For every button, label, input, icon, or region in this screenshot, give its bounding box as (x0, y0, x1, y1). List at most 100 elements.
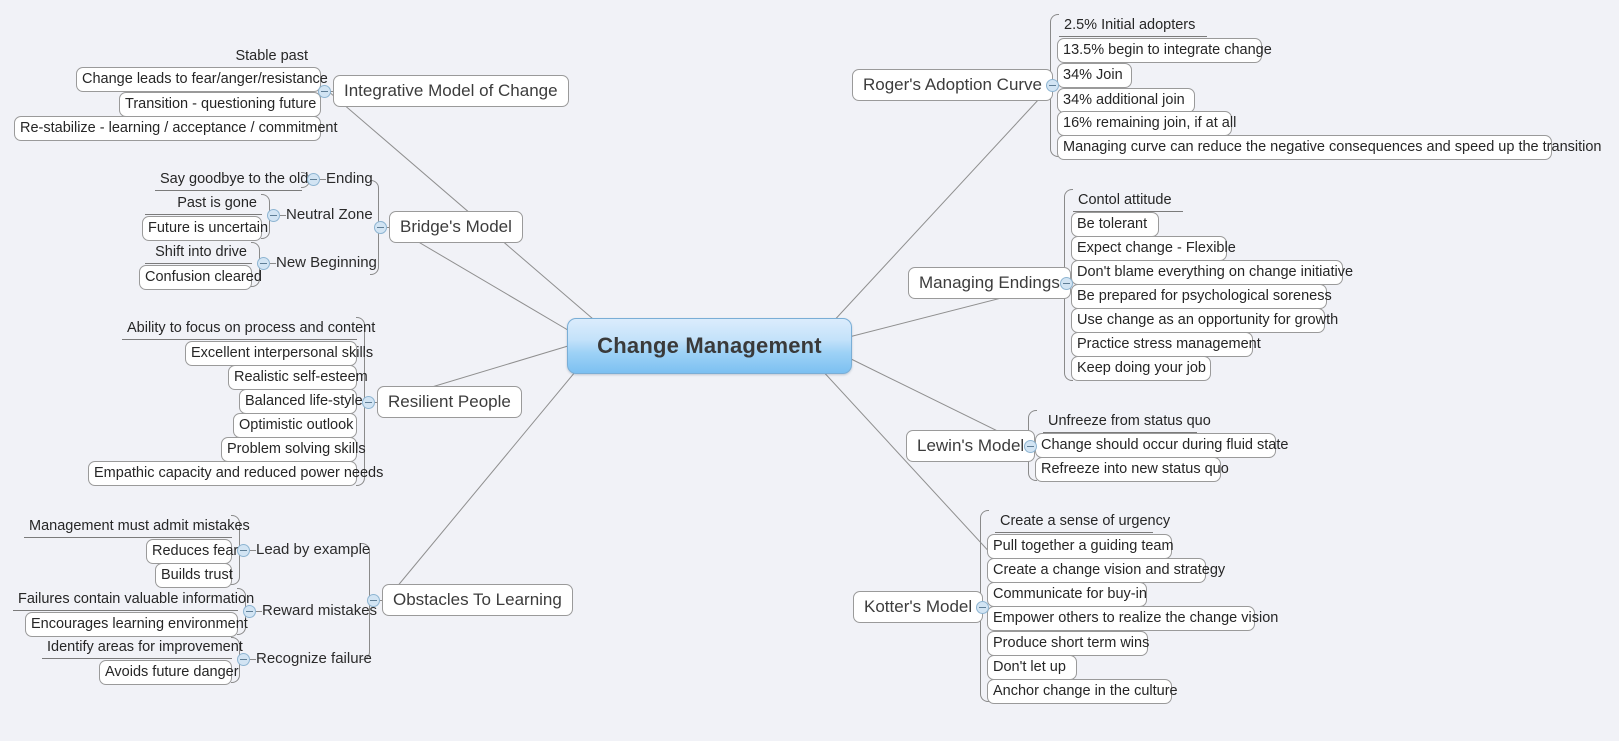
leaf-label: Management must admit mistakes (29, 518, 250, 534)
collapse-knob-neutral-zone[interactable] (267, 209, 280, 222)
collapse-knob-ending[interactable] (307, 173, 320, 186)
collapse-knob-kotters-model[interactable] (976, 601, 989, 614)
subgroup-label-neutral-zone[interactable]: Neutral Zone (286, 204, 373, 227)
leaf-item[interactable]: Empower others to realize the change vis… (987, 606, 1278, 631)
branch-lewins-model[interactable]: Lewin's Model (906, 430, 1036, 462)
leaf-item[interactable]: Use change as an opportunity for growth (1071, 308, 1338, 333)
leaf-item[interactable]: Be tolerant (1071, 212, 1159, 237)
leaf-label: 34% Join (1063, 67, 1123, 83)
leaf-item[interactable]: Produce short term wins (987, 631, 1149, 656)
leaf-item[interactable]: 16% remaining join, if at all (1057, 111, 1236, 136)
leaf-item[interactable]: 34% Join (1057, 63, 1132, 88)
leaf-item[interactable]: Avoids future danger (99, 660, 239, 685)
leaf-item[interactable]: Failures contain valuable information (13, 588, 254, 611)
knob-stub (248, 659, 256, 660)
leaf-item[interactable]: 2.5% Initial adopters (1059, 14, 1207, 37)
leaf-item[interactable]: Builds trust (155, 563, 233, 588)
collapse-knob-rogers-adoption-curve[interactable] (1046, 79, 1059, 92)
collapse-knob-lewins-model[interactable] (1024, 440, 1037, 453)
collapse-knob-reward-mistakes[interactable] (243, 605, 256, 618)
knob-stub (254, 611, 262, 612)
branch-kotters-model[interactable]: Kotter's Model (853, 591, 984, 623)
collapse-knob-managing-endings[interactable] (1060, 277, 1073, 290)
leaf-label: 2.5% Initial adopters (1064, 17, 1196, 33)
root-node[interactable]: Change Management (567, 318, 852, 374)
leaf-label: Realistic self-esteem (234, 369, 368, 385)
leaf-item[interactable]: Say goodbye to the old (155, 168, 308, 191)
leaf-item[interactable]: Past is gone (145, 192, 262, 215)
leaf-label: Excellent interpersonal skills (191, 345, 374, 361)
subgroup-label-reward-mistakes[interactable]: Reward mistakes (262, 600, 377, 623)
leaf-item[interactable]: Optimistic outlook (233, 413, 357, 438)
leaf-item[interactable]: Management must admit mistakes (24, 515, 250, 538)
branch-label: Lewin's Model (917, 436, 1025, 455)
branch-bridges-model[interactable]: Bridge's Model (389, 211, 523, 243)
leaf-item[interactable]: Create a change vision and strategy (987, 558, 1225, 583)
leaf-item[interactable]: Don't blame everything on change initiat… (1071, 260, 1353, 285)
collapse-knob-new-beginning[interactable] (257, 257, 270, 270)
collapse-knob-lead-by-example[interactable] (237, 544, 250, 557)
leaf-label: 16% remaining join, if at all (1063, 115, 1237, 131)
leaf-label: Don't blame everything on change initiat… (1077, 264, 1354, 280)
branch-obstacles-to-learning[interactable]: Obstacles To Learning (382, 584, 573, 616)
leaf-label: Expect change - Flexible (1077, 240, 1236, 256)
leaf-label: Balanced life-style (245, 393, 363, 409)
branch-label: Roger's Adoption Curve (863, 75, 1043, 94)
leaf-item[interactable]: Communicate for buy-in (987, 582, 1147, 607)
leaf-label: Reduces fear (152, 543, 239, 559)
leaf-item[interactable]: Keep doing your job (1071, 356, 1211, 381)
branch-resilient-people[interactable]: Resilient People (377, 386, 522, 418)
collapse-knob-bridges-model[interactable] (374, 221, 387, 234)
leaf-item[interactable]: Shift into drive (145, 241, 252, 264)
leaf-item[interactable]: Empathic capacity and reduced power need… (88, 461, 383, 486)
branch-managing-endings[interactable]: Managing Endings (908, 267, 1071, 299)
leaf-item[interactable]: Problem solving skills (221, 437, 366, 462)
collapse-knob-obstacles-to-learning[interactable] (367, 594, 380, 607)
leaf-item[interactable]: Reduces fear (146, 539, 238, 564)
leaf-item[interactable]: 13.5% begin to integrate change (1057, 38, 1272, 63)
leaf-item[interactable]: Create a sense of urgency (995, 510, 1170, 533)
leaf-item[interactable]: Ability to focus on process and content (122, 317, 375, 340)
leaf-item[interactable]: Realistic self-esteem (228, 365, 368, 390)
leaf-item[interactable]: Managing curve can reduce the negative c… (1057, 135, 1601, 160)
leaf-label: Create a change vision and strategy (993, 562, 1226, 578)
subgroup-label-ending[interactable]: Ending (326, 168, 373, 191)
leaf-item[interactable]: Practice stress management (1071, 332, 1261, 357)
leaf-item[interactable]: Stable past (118, 45, 313, 68)
leaf-item[interactable]: Confusion cleared (139, 265, 262, 290)
collapse-knob-resilient-people[interactable] (362, 396, 375, 409)
leaf-item[interactable]: Excellent interpersonal skills (185, 341, 373, 366)
leaf-label: Identify areas for improvement (47, 639, 243, 655)
branch-label: Resilient People (388, 392, 511, 411)
subgroup-label-lead-by-example[interactable]: Lead by example (256, 539, 370, 562)
leaf-item[interactable]: 34% additional join (1057, 88, 1195, 113)
branch-integrative-model-of-change[interactable]: Integrative Model of Change (333, 75, 569, 107)
leaf-item[interactable]: Be prepared for psychological soreness (1071, 284, 1332, 309)
collapse-knob-recognize-failure[interactable] (237, 653, 250, 666)
leaf-item[interactable]: Contol attitude (1073, 189, 1183, 212)
subgroup-label-new-beginning[interactable]: New Beginning (276, 252, 377, 275)
leaf-item[interactable]: Unfreeze from status quo (1043, 410, 1211, 433)
leaf-item[interactable]: Identify areas for improvement (42, 636, 243, 659)
leaf-label: Builds trust (161, 567, 233, 583)
leaf-label: Past is gone (177, 195, 257, 211)
leaf-item[interactable]: Future is uncertain (142, 216, 268, 241)
leaf-item[interactable]: Refreeze into new status quo (1035, 457, 1229, 482)
subgroup-label-recognize-failure[interactable]: Recognize failure (256, 648, 372, 671)
leaf-item[interactable]: Pull together a guiding team (987, 534, 1174, 559)
subgroup-text: New Beginning (276, 254, 377, 271)
leaf-item[interactable]: Encourages learning environment (25, 612, 248, 637)
leaf-label: Avoids future danger (105, 664, 239, 680)
leaf-item[interactable]: Transition - questioning future (119, 92, 321, 117)
leaf-item[interactable]: Don't let up (987, 655, 1077, 680)
knob-stub (378, 600, 384, 601)
leaf-item[interactable]: Change should occur during fluid state (1035, 433, 1288, 458)
leaf-item[interactable]: Change leads to fear/anger/resistance (76, 67, 328, 92)
leaf-item[interactable]: Anchor change in the culture (987, 679, 1178, 704)
leaf-item[interactable]: Expect change - Flexible (1071, 236, 1236, 261)
leaf-label: Future is uncertain (148, 220, 269, 236)
leaf-item[interactable]: Re-stabilize - learning / acceptance / c… (14, 116, 338, 141)
collapse-knob-integrative-model-of-change[interactable] (318, 85, 331, 98)
branch-rogers-adoption-curve[interactable]: Roger's Adoption Curve (852, 69, 1054, 101)
leaf-item[interactable]: Balanced life-style (239, 389, 363, 414)
